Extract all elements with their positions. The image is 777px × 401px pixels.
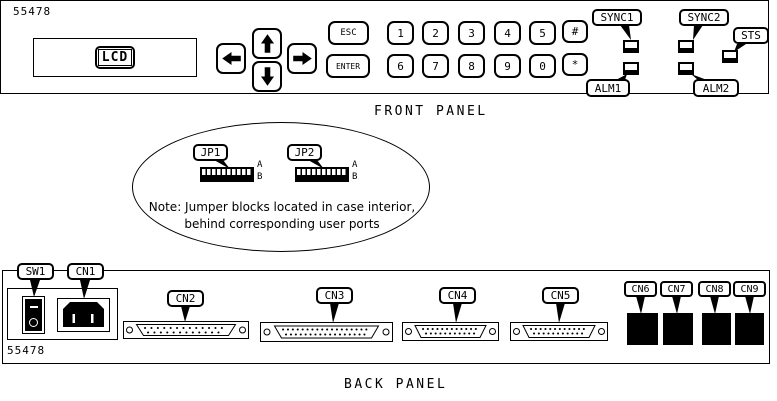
- lcd-display: LCD: [33, 38, 197, 77]
- cn9-jack-icon: [735, 313, 764, 345]
- cn1-callout: CN1: [67, 263, 104, 280]
- alm1-led-icon: [623, 62, 639, 75]
- sync2-led-icon: [678, 40, 694, 53]
- cn4-callout: CN4: [439, 287, 476, 304]
- rocker-icon: [25, 299, 42, 331]
- sw1-callout: SW1: [17, 263, 54, 280]
- esc-key: ESC: [328, 21, 369, 45]
- cn7-jack-icon: [663, 313, 693, 345]
- cn5-dsub-connector-icon: [510, 322, 608, 341]
- sync2-callout: SYNC2: [679, 9, 729, 26]
- jp1-row-a-pins: [202, 169, 252, 175]
- down-arrow-icon: [260, 67, 274, 86]
- jumper-note-ellipse: [132, 122, 430, 252]
- cn6-callout: CN6: [624, 281, 657, 297]
- jp2-jumper-block-icon: [295, 167, 349, 182]
- back-panel-title: BACK PANEL: [344, 377, 448, 392]
- cn3-callout: CN3: [316, 287, 353, 304]
- sts-callout: STS: [733, 27, 769, 44]
- cn9-callout: CN9: [733, 281, 766, 297]
- key-4: 4: [494, 21, 521, 45]
- front-panel-title: FRONT PANEL: [374, 104, 488, 119]
- left-arrow-icon: [221, 52, 241, 65]
- key-9: 9: [494, 54, 521, 78]
- cn8-callout: CN8: [698, 281, 731, 297]
- switch-off-mark-icon: [29, 318, 38, 327]
- cn6-jack-icon: [627, 313, 658, 345]
- cn2-callout: CN2: [167, 290, 204, 307]
- up-arrow-icon: [260, 34, 274, 53]
- jp2-row-b-label: B: [352, 172, 358, 182]
- enter-key: ENTER: [326, 54, 370, 78]
- right-arrow-key: [287, 43, 317, 74]
- sync1-callout: SYNC1: [592, 9, 642, 26]
- cn7-callout: CN7: [660, 281, 693, 297]
- jp2-row-a-pins: [297, 169, 347, 175]
- iec-inlet-icon: [57, 298, 110, 332]
- alm1-callout: ALM1: [586, 79, 630, 97]
- down-arrow-key: [252, 61, 282, 92]
- switch-on-mark-icon: [29, 306, 38, 308]
- key-0: 0: [529, 54, 556, 78]
- power-switch-icon: [22, 296, 45, 334]
- jumper-note-line2: behind corresponding user ports: [184, 217, 380, 231]
- star-key: *: [562, 53, 588, 76]
- alm2-callout: ALM2: [693, 79, 739, 97]
- lcd-badge: LCD: [94, 46, 136, 69]
- sts-led-icon: [722, 50, 738, 63]
- key-6: 6: [387, 54, 414, 78]
- jp2-row-a-label: A: [352, 160, 358, 170]
- jp1-row-b-label: B: [257, 172, 263, 182]
- jp1-jumper-block-icon: [200, 167, 254, 182]
- key-3: 3: [458, 21, 485, 45]
- key-2: 2: [422, 21, 449, 45]
- key-1: 1: [387, 21, 414, 45]
- cn3-dsub-connector-icon: [260, 322, 393, 342]
- cn8-jack-icon: [702, 313, 731, 345]
- lcd-label: LCD: [97, 49, 133, 66]
- up-arrow-key: [252, 28, 282, 59]
- cn5-callout: CN5: [542, 287, 579, 304]
- cn2-dsub-connector-icon: [123, 321, 249, 339]
- key-7: 7: [422, 54, 449, 78]
- left-arrow-key: [216, 43, 246, 74]
- sync1-led-icon: [623, 40, 639, 53]
- key-5: 5: [529, 21, 556, 45]
- key-8: 8: [458, 54, 485, 78]
- jumper-note-line1: Note: Jumper blocks located in case inte…: [148, 200, 416, 214]
- jp1-row-a-label: A: [257, 160, 263, 170]
- alm2-led-icon: [678, 62, 694, 75]
- jp2-callout: JP2: [287, 144, 322, 161]
- jp1-callout: JP1: [193, 144, 228, 161]
- hash-key: #: [562, 20, 588, 43]
- front-part-number: 55478: [13, 5, 52, 18]
- cn4-dsub-connector-icon: [402, 322, 499, 341]
- back-part-number: 55478: [7, 344, 46, 357]
- right-arrow-icon: [292, 52, 312, 65]
